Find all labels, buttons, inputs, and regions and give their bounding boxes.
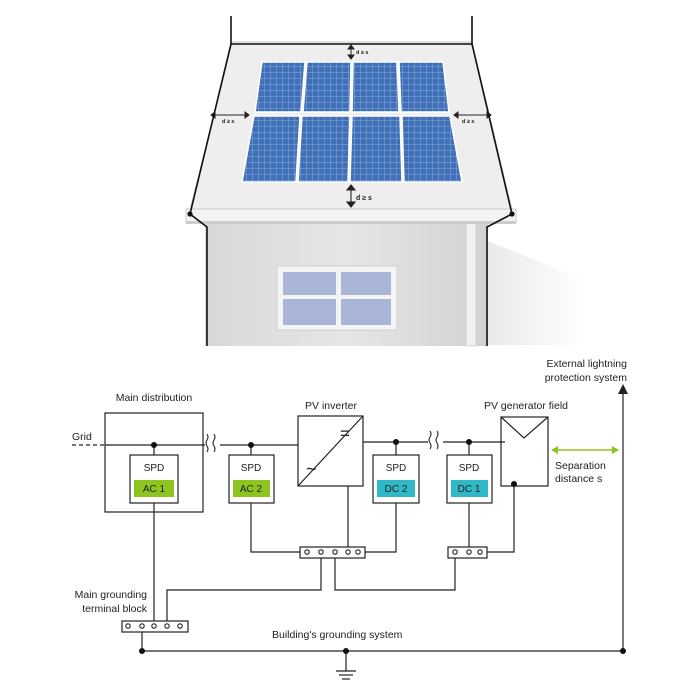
window xyxy=(276,265,398,331)
spd-dc2-title: SPD xyxy=(386,463,407,474)
main-distribution-label: Main distribution xyxy=(116,392,193,404)
clearance-left-label: d ≥ s xyxy=(222,119,235,125)
separation-label-line2: distance s xyxy=(555,473,602,485)
main-grounding-label-line2: terminal block xyxy=(82,603,148,615)
terminal-pins xyxy=(125,549,483,629)
pv-generator-box xyxy=(500,416,549,487)
spd-dc1-badge-text: DC 1 xyxy=(458,484,481,495)
inverter-ac-symbol: ~ xyxy=(306,459,317,479)
pv-generator-field-label: PV generator field xyxy=(484,400,568,412)
spd-badge-dc1 xyxy=(451,480,488,497)
clearance-top-marker xyxy=(347,44,355,60)
spd-ac2-title: SPD xyxy=(241,463,262,474)
spd-ac1-badge-text: AC 1 xyxy=(143,484,166,495)
clearance-bottom-label: d ≥ s xyxy=(356,195,372,202)
air-termination-conductor xyxy=(189,16,513,346)
separation-label-line1: Separation xyxy=(555,460,606,472)
clearance-bottom-marker xyxy=(345,184,357,208)
main-grounding-label-line1: Main grounding xyxy=(75,589,148,601)
cable-break-symbols xyxy=(205,430,439,453)
house-illustration: d ≥ s d ≥ s d ≥ s d ≥ s xyxy=(185,16,585,347)
inverter-dc-symbol: = xyxy=(340,424,350,443)
spd-dc1-title: SPD xyxy=(459,463,480,474)
gutter xyxy=(185,208,517,224)
external-lps-label-line1: External lightning xyxy=(546,358,627,370)
house-shadow xyxy=(485,240,585,345)
downpipe xyxy=(465,221,477,347)
clearance-right-label: d ≥ s xyxy=(462,119,475,125)
building-grounding-label: Building's grounding system xyxy=(272,629,403,641)
external-lps-label-line2: protection system xyxy=(545,372,628,384)
clearance-top-label: d ≥ s xyxy=(356,50,369,56)
spd-ac2-badge-text: AC 2 xyxy=(240,484,263,495)
separation-distance-arrow xyxy=(551,446,619,454)
spd-ac1-title: SPD xyxy=(144,463,165,474)
pv-inverter-label: PV inverter xyxy=(305,400,357,412)
grid-label: Grid xyxy=(72,431,92,443)
junction-dots xyxy=(139,439,626,654)
spd-badge-dc2 xyxy=(377,480,415,497)
external-lps-arrow xyxy=(618,384,628,394)
solar-panel-array xyxy=(241,61,463,183)
spd-badge-ac1 xyxy=(134,480,174,497)
spd-badge-ac2 xyxy=(233,480,270,497)
pv-inverter-box xyxy=(297,415,364,487)
spd-dc2-badge-text: DC 2 xyxy=(385,484,408,495)
